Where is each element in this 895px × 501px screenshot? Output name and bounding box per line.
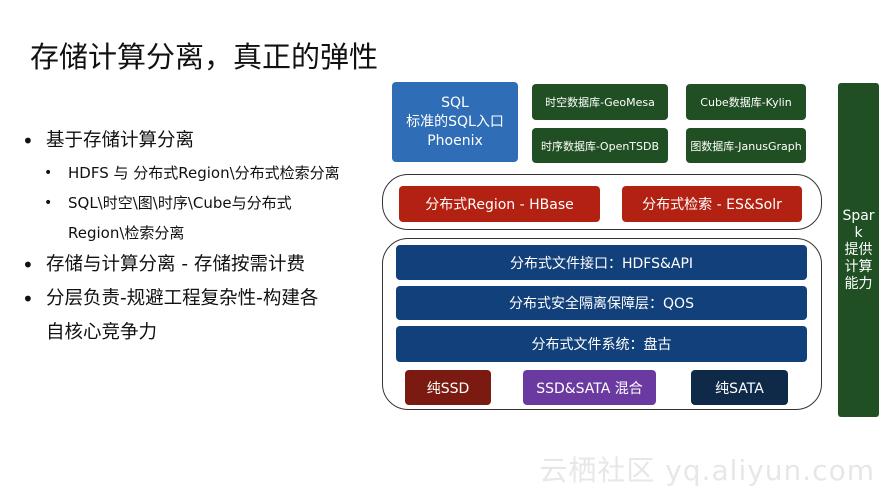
spark-compute-box: Spar k 提供 计算 能力 <box>838 83 879 417</box>
sql-phoenix-box: SQL 标准的SQL入口 Phoenix <box>392 82 518 162</box>
bullet-dot-icon: • <box>44 195 53 211</box>
ssd-sata-mixed-box: SSD&SATA 混合 <box>523 370 656 405</box>
sub-bullet-2: •SQL\时空\图\时序\Cube与分布式 <box>22 188 382 218</box>
janusgraph-box: 图数据库-JanusGraph <box>686 128 806 163</box>
bullet-dot-icon: • <box>22 287 34 311</box>
hbase-box: 分布式Region - HBase <box>399 186 600 222</box>
bullet-list: •基于存储计算分离 •HDFS 与 分布式Region\分布式检索分离 •SQL… <box>22 124 382 350</box>
compute-layer-group <box>382 174 822 230</box>
page-title: 存储计算分离，真正的弹性 <box>30 40 379 74</box>
hdfs-api-box: 分布式文件接口：HDFS&API <box>396 245 807 280</box>
sata-box: 纯SATA <box>691 370 788 405</box>
sub-bullet-2-continuation: Region\检索分离 <box>68 224 185 242</box>
bullet-dot-icon: • <box>22 129 34 153</box>
bullet-dot-icon: • <box>44 165 53 181</box>
qos-box: 分布式安全隔离保障层：QOS <box>396 286 807 320</box>
search-box: 分布式检索 - ES&Solr <box>622 186 802 222</box>
kylin-box: Cube数据库-Kylin <box>686 84 806 120</box>
bullet-3: •分层负责-规避工程复杂性-构建各 <box>22 282 382 316</box>
bullet-3-continuation: 自核心竞争力 <box>46 322 158 343</box>
ssd-box: 纯SSD <box>405 370 491 405</box>
watermark: 云栖社区 yq.aliyun.com <box>539 454 875 487</box>
geomesa-box: 时空数据库-GeoMesa <box>532 84 668 120</box>
sub-bullet-1: •HDFS 与 分布式Region\分布式检索分离 <box>22 158 382 188</box>
storage-layer-group <box>382 238 822 410</box>
bullet-dot-icon: • <box>22 253 34 277</box>
opentsdb-box: 时序数据库-OpenTSDB <box>532 128 668 163</box>
pangu-box: 分布式文件系统：盘古 <box>396 326 807 362</box>
bullet-1: •基于存储计算分离 <box>22 124 382 158</box>
bullet-2: •存储与计算分离 - 存储按需计费 <box>22 248 382 282</box>
